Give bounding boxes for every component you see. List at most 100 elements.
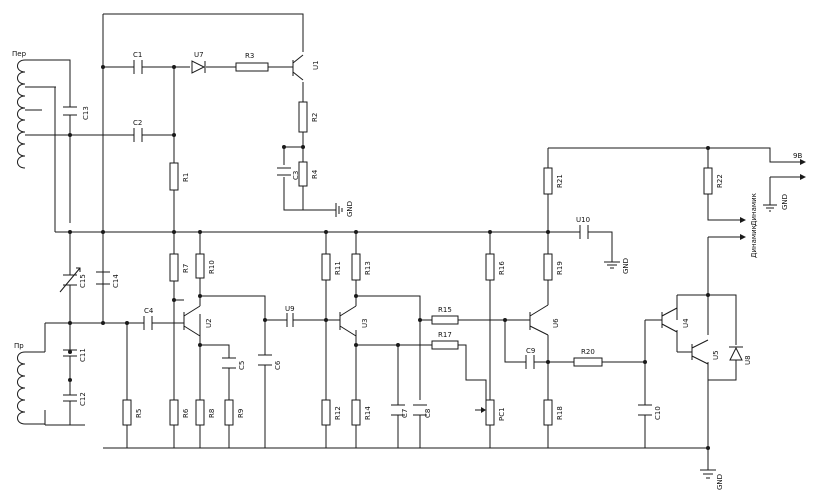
transistor-u6: U6 (529, 304, 560, 336)
resistor-r3: R3 (235, 52, 269, 72)
resistor-r7: R7 (169, 253, 190, 282)
c2-label: C2 (133, 119, 142, 127)
r19-label: R19 (556, 261, 564, 275)
resistor-r1: R1 (169, 162, 190, 191)
r1-label: R1 (182, 173, 190, 182)
coil-top-label: Пер (12, 50, 27, 58)
capacitor-c1: C1 (133, 51, 143, 74)
speaker-terminal-top: Динамик (740, 193, 758, 226)
r16-label: R16 (498, 261, 506, 275)
capacitor-c2: C2 (133, 119, 143, 142)
c1-label: C1 (133, 51, 142, 59)
resistor-r12: R12 (321, 399, 342, 426)
capacitor-u9: U9 (285, 305, 295, 327)
power-terminal: 9В (793, 152, 806, 165)
u4-label: U4 (682, 318, 690, 328)
capacitor-c8: C8 (413, 404, 432, 418)
u5-label: U5 (712, 350, 720, 360)
coil-bottom-label: Пр (14, 342, 24, 350)
potentiometer-pc1: PC1 (475, 399, 506, 426)
c14-label: C14 (112, 274, 120, 288)
resistor-r11: R11 (321, 253, 342, 281)
ground-u1: GND (335, 201, 354, 217)
c4-label: C4 (144, 307, 154, 315)
r17-label: R17 (438, 331, 452, 339)
speaker-terminal-bottom: Динамик (740, 225, 758, 258)
r4-label: R4 (311, 169, 319, 179)
r21-label: R21 (556, 174, 564, 188)
r6-label: R6 (182, 408, 190, 418)
capacitor-c13: C13 (63, 106, 90, 120)
resistor-r4: R4 (298, 161, 319, 187)
power-ground: GND (763, 174, 806, 212)
resistor-r17: R17 (431, 331, 459, 350)
input-coil-bottom: Пр (14, 323, 46, 425)
resistor-r9: R9 (224, 399, 245, 426)
capacitor-c12: C12 (63, 323, 87, 425)
capacitor-c4: C4 (143, 307, 154, 330)
capacitor-u10: U10 (576, 216, 590, 239)
resistor-r8: R8 (195, 399, 216, 426)
gnd-label-3: GND (716, 474, 724, 490)
gnd-label-1: GND (346, 201, 354, 217)
u10-label: U10 (576, 216, 590, 224)
variable-capacitor-c15: C15 (59, 267, 87, 293)
u7-label: U7 (194, 51, 204, 59)
u6-label: U6 (552, 318, 560, 328)
transistor-u1: U1 (292, 54, 320, 81)
c9-label: C9 (526, 347, 535, 355)
diode-u8: U8 (729, 346, 752, 365)
u3-label: U3 (361, 318, 369, 328)
r9-label: R9 (237, 409, 245, 418)
capacitor-c6: C6 (258, 354, 282, 370)
ground-main: GND (700, 469, 724, 490)
capacitor-c11: C11 (63, 348, 87, 362)
u9-label: U9 (285, 305, 295, 313)
c12-label: C12 (79, 392, 87, 406)
c6-label: C6 (274, 360, 282, 370)
resistor-r16: R16 (485, 253, 506, 281)
c5-label: C5 (238, 361, 246, 370)
c3-label: C3 (292, 171, 300, 180)
capacitor-c9: C9 (525, 347, 535, 369)
transistor-u2: U2 (183, 296, 213, 345)
r11-label: R11 (334, 261, 342, 275)
transistor-u4: U4 (661, 307, 690, 333)
speaker-label-bottom: Динамик (750, 225, 758, 258)
resistor-r5: R5 (122, 399, 143, 426)
transistor-u3: U3 (339, 296, 369, 337)
c8-label: C8 (424, 409, 432, 418)
gnd-label-2: GND (622, 258, 630, 274)
capacitor-c10: C10 (638, 404, 662, 420)
resistor-r19: R19 (543, 253, 564, 281)
resistor-r13: R13 (351, 253, 372, 281)
c7-label: C7 (401, 409, 409, 418)
resistor-r6: R6 (169, 399, 190, 426)
resistor-r22: R22 (703, 167, 724, 195)
resistor-r20: R20 (573, 348, 603, 367)
resistor-r21: R21 (543, 167, 564, 195)
r13-label: R13 (364, 261, 372, 275)
ground-u10: GND (604, 258, 630, 274)
gnd-label-4: GND (781, 194, 789, 210)
u1-label: U1 (312, 60, 320, 70)
r3-label: R3 (245, 52, 254, 60)
r15-label: R15 (438, 306, 452, 314)
resistor-r2: R2 (298, 101, 319, 133)
resistor-r18: R18 (543, 399, 564, 426)
resistor-r14: R14 (351, 399, 372, 426)
r8-label: R8 (208, 409, 216, 418)
wires (25, 13, 800, 470)
r18-label: R18 (556, 406, 564, 420)
r5-label: R5 (135, 409, 143, 418)
r2-label: R2 (311, 113, 319, 122)
r10-label: R10 (208, 260, 216, 274)
r12-label: R12 (334, 406, 342, 420)
c15-label: C15 (79, 274, 87, 288)
resistor-r10: R10 (195, 253, 216, 279)
diode-u7: U7 (191, 51, 206, 74)
u8-label: U8 (744, 355, 752, 365)
r20-label: R20 (581, 348, 595, 356)
transistor-u5: U5 (691, 339, 720, 365)
